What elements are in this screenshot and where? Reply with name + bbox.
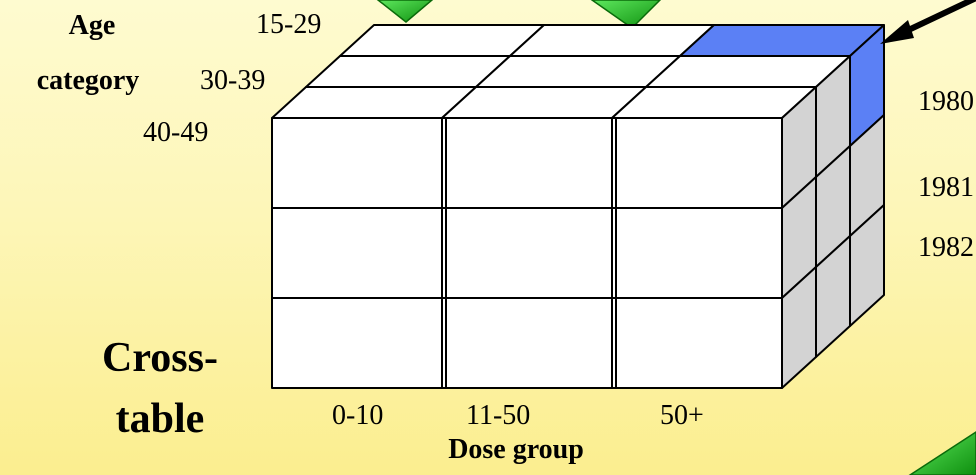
top-cell	[475, 55, 681, 88]
caption-line2: table	[116, 396, 205, 442]
green-arrow-left	[376, 0, 434, 23]
front-cell	[271, 207, 443, 299]
front-cell	[271, 297, 443, 389]
top-cell	[645, 55, 851, 88]
dose-label-11-50: 11-50	[466, 400, 530, 431]
age-label-30-39: 30-39	[200, 65, 265, 96]
green-arrow-bottom-right	[908, 431, 976, 475]
age-label-40-49: 40-49	[143, 117, 208, 148]
top-cell	[509, 24, 715, 57]
top-cell	[611, 86, 817, 119]
caption-line1: Cross-	[102, 335, 218, 381]
dose-label-0-10: 0-10	[332, 400, 383, 431]
front-cell	[271, 117, 443, 209]
dose-axis-title: Dose group	[448, 434, 584, 465]
front-cell	[611, 207, 783, 299]
top-cell	[305, 55, 511, 88]
front-cell	[441, 207, 613, 299]
dose-label-50plus: 50+	[660, 400, 704, 431]
front-cell	[441, 117, 613, 209]
age-axis-title: Age	[69, 10, 116, 41]
year-label-1981: 1981	[918, 172, 974, 203]
year-label-1982: 1982	[918, 232, 974, 263]
age-label-15-29: 15-29	[256, 9, 321, 40]
green-arrow-middle	[590, 0, 662, 29]
data-cube	[271, 24, 885, 389]
age-axis-title-line2: category	[37, 65, 140, 96]
year-label-1980: 1980	[918, 86, 974, 117]
front-cell	[611, 117, 783, 209]
pointer-arrow-icon	[880, 0, 976, 44]
top-cell	[271, 86, 477, 119]
top-cell	[441, 86, 647, 119]
front-cell	[611, 297, 783, 389]
top-cell	[679, 24, 885, 57]
front-cell	[441, 297, 613, 389]
top-cell	[339, 24, 545, 57]
